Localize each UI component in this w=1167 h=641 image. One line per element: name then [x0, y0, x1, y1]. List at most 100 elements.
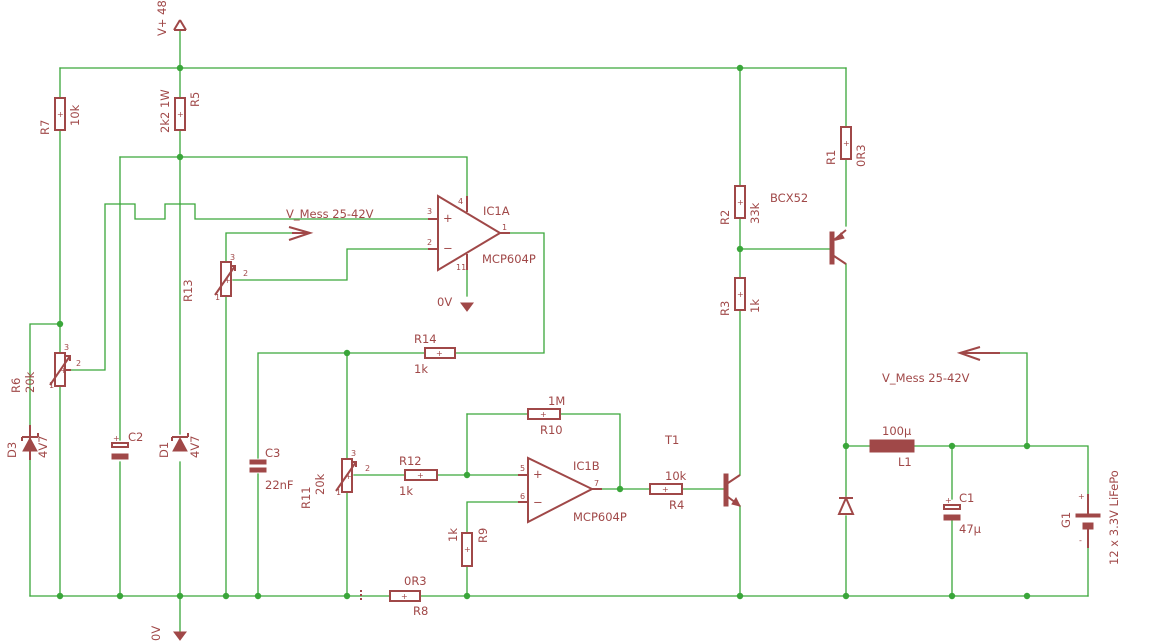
capacitor-c1[interactable]: + C1 47µ: [943, 491, 982, 536]
r6-value: 20k: [23, 371, 37, 393]
ic1a-pin3: 3: [427, 207, 432, 216]
d1-name: D1: [157, 442, 171, 458]
resistor-r14[interactable]: + R14 1k: [414, 332, 456, 376]
r13-pin2: 2: [243, 269, 248, 278]
ic1b-pin7: 7: [594, 479, 599, 488]
vmess-flag-left[interactable]: V_Mess 25-42V: [286, 207, 374, 241]
ic1b-pin6: 6: [520, 492, 525, 501]
vmess-flag-right[interactable]: V_Mess 25-42V: [882, 346, 1000, 385]
svg-text:+: +: [843, 139, 850, 148]
vplus-supply[interactable]: V+ 48: [155, 0, 187, 36]
svg-text:−: −: [533, 495, 543, 509]
r6-pin1: 1: [49, 381, 54, 390]
svg-text:−: −: [443, 241, 453, 255]
zener-d1[interactable]: D1 4V7: [157, 433, 202, 458]
r12-value: 1k: [399, 484, 413, 498]
ic1b-pin5: 5: [520, 464, 525, 473]
l1-name: L1: [898, 455, 912, 469]
resistor-r3[interactable]: + R3 1k: [718, 277, 762, 316]
svg-text:+: +: [345, 472, 352, 481]
r11-pin3: 3: [351, 449, 356, 458]
r6-name: R6: [9, 378, 23, 393]
resistor-r4[interactable]: + 10k R4: [649, 469, 687, 512]
resistor-r9[interactable]: + 1k R9: [446, 528, 490, 567]
capacitor-c3[interactable]: C3 22nF: [249, 446, 294, 492]
svg-text:+: +: [737, 290, 744, 299]
potentiometer-r11[interactable]: + 3 2 1 R11 20k: [299, 449, 370, 509]
d3-value: 4V7: [36, 435, 50, 458]
transistor-bcx52[interactable]: BCX52: [770, 191, 847, 265]
g1-plus: +: [1078, 492, 1085, 501]
ground-bottom[interactable]: 0V: [149, 626, 187, 641]
r2-value: 33k: [748, 202, 762, 224]
ic1a-pin2: 2: [427, 238, 432, 247]
r7-name: R7: [38, 120, 52, 135]
r9-name: R9: [476, 528, 490, 543]
vmess-right-label: V_Mess 25-42V: [882, 371, 970, 385]
diode-flyback[interactable]: [837, 495, 855, 515]
resistor-r10[interactable]: + 1M R10: [527, 394, 565, 437]
r10-value: 1M: [548, 394, 565, 408]
opamp-ic1a[interactable]: + − 3 2 4 11 1 IC1A MCP604P: [427, 194, 536, 272]
r7-value: 10k: [68, 104, 82, 126]
c1-name: C1: [959, 491, 974, 505]
svg-text:+: +: [224, 276, 231, 285]
r4-value: 10k: [665, 469, 687, 483]
capacitor-c2[interactable]: + C2: [111, 430, 143, 460]
svg-text:+: +: [436, 349, 443, 358]
junction-dots: [56, 64, 1031, 600]
r13-pin3: 3: [230, 253, 235, 262]
resistor-r5[interactable]: + 2k2 1W R5: [158, 89, 202, 133]
l1-value: 100µ: [882, 424, 912, 438]
r13-pin1: 1: [215, 293, 220, 302]
r3-name: R3: [718, 301, 732, 316]
svg-text:+: +: [662, 485, 669, 494]
svg-text:+: +: [533, 467, 543, 481]
r3-value: 1k: [748, 299, 762, 313]
transistor-t1[interactable]: T1: [664, 433, 741, 507]
inductor-l1[interactable]: 100µ L1: [869, 424, 915, 469]
potentiometer-r6[interactable]: + 3 2 1 R6 20k: [9, 343, 81, 393]
svg-text:+: +: [464, 545, 471, 554]
ground-bottom-label: 0V: [149, 626, 163, 641]
ic1b-value: MCP604P: [573, 510, 627, 524]
r11-pin2: 2: [365, 464, 370, 473]
svg-text:+: +: [60, 366, 67, 375]
d3-name: D3: [5, 442, 19, 458]
r9-value: 1k: [446, 528, 460, 542]
svg-text:+: +: [945, 496, 952, 505]
r5-name: R5: [188, 92, 202, 107]
svg-text:+: +: [737, 198, 744, 207]
c1-value: 47µ: [959, 522, 982, 536]
r11-pin1: 1: [336, 488, 341, 497]
ground-top[interactable]: 0V: [437, 295, 474, 312]
wires: [29, 29, 1089, 633]
r14-value: 1k: [414, 362, 428, 376]
r8-name: R8: [413, 604, 428, 618]
r8-value: 0R3: [404, 574, 427, 588]
svg-text:+: +: [177, 110, 184, 119]
ic1a-value: MCP604P: [482, 252, 536, 266]
r6-pin3: 3: [64, 343, 69, 352]
ic1b-name: IC1B: [573, 459, 600, 473]
resistor-r2[interactable]: + R2 33k: [718, 185, 762, 225]
resistor-r12[interactable]: + R12 1k: [399, 454, 438, 498]
r5-value: 2k2 1W: [158, 89, 172, 133]
resistor-r8[interactable]: + 0R3 R8: [360, 574, 428, 618]
d1-value: 4V7: [188, 435, 202, 458]
potentiometer-r13[interactable]: + 3 2 1 R13: [181, 253, 248, 302]
opamp-ic1b[interactable]: + − 5 6 7 IC1B MCP604P: [518, 456, 627, 524]
r14-name: R14: [414, 332, 437, 346]
svg-text:+: +: [540, 410, 547, 419]
resistor-r1[interactable]: + R1 0R3: [824, 126, 868, 167]
zener-d3[interactable]: D3 4V7: [5, 425, 50, 460]
ic1a-pin1: 1: [502, 223, 507, 232]
r11-name: R11: [299, 486, 313, 509]
battery-g1[interactable]: + - G1 12 x 3.3V LiFePo: [1059, 470, 1121, 565]
r10-name: R10: [540, 423, 563, 437]
r4-name: R4: [669, 498, 684, 512]
svg-text:+: +: [401, 592, 408, 601]
resistor-r7[interactable]: + R7 10k: [38, 97, 82, 135]
c3-name: C3: [265, 446, 280, 460]
